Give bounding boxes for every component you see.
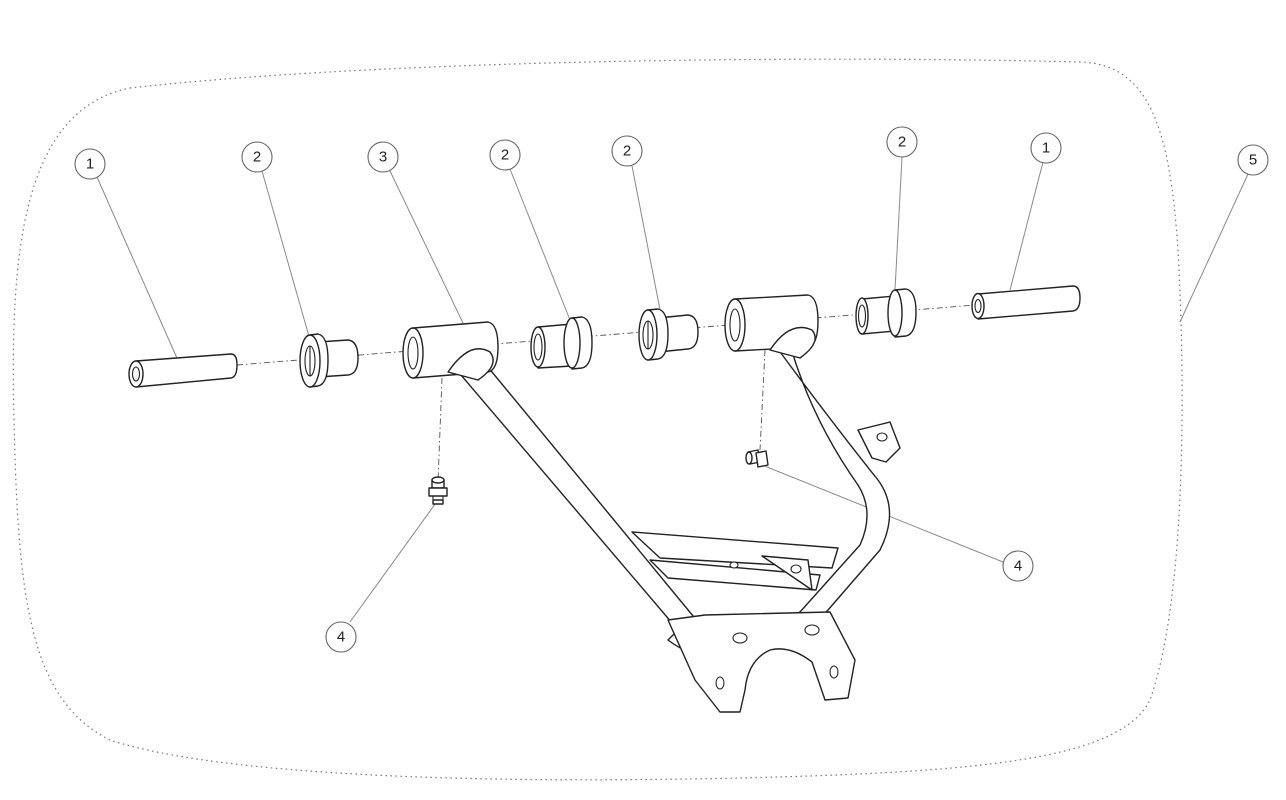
flanged-bushing-1 [299,333,359,388]
flanged-bushing-3 [638,308,699,361]
callout-item-2-first: 2 [241,141,273,173]
flanged-bushing-4 [855,288,917,338]
callout-label: 4 [337,629,345,646]
callout-label: 5 [1249,152,1257,169]
callout-label: 2 [253,149,261,166]
callout-item-5: 5 [1237,144,1269,176]
callout-item-2-second: 2 [489,139,521,171]
assembly-boundary-outline [12,58,1183,781]
callout-label: 1 [1042,140,1050,157]
callout-item-3: 3 [367,141,399,173]
grease-fitting-right [745,449,769,468]
callout-item-2-fourth: 2 [886,126,918,158]
flanged-bushing-2 [530,316,593,370]
callout-item-4-left: 4 [325,621,357,653]
callout-label: 1 [86,156,94,173]
a-arm-frame [402,294,901,713]
callout-label: 4 [1014,558,1022,575]
grease-fitting-left [428,476,448,505]
callout-item-1-left: 1 [74,148,106,180]
callout-label: 2 [898,134,906,151]
callout-item-2-third: 2 [611,135,643,167]
callout-label: 3 [379,149,387,166]
pin-right [971,285,1081,320]
callout-item-4-right: 4 [1002,550,1034,582]
callout-label: 2 [623,143,631,160]
pin-left [128,353,238,388]
callout-item-1-right: 1 [1030,132,1062,164]
callout-label: 2 [501,147,509,164]
